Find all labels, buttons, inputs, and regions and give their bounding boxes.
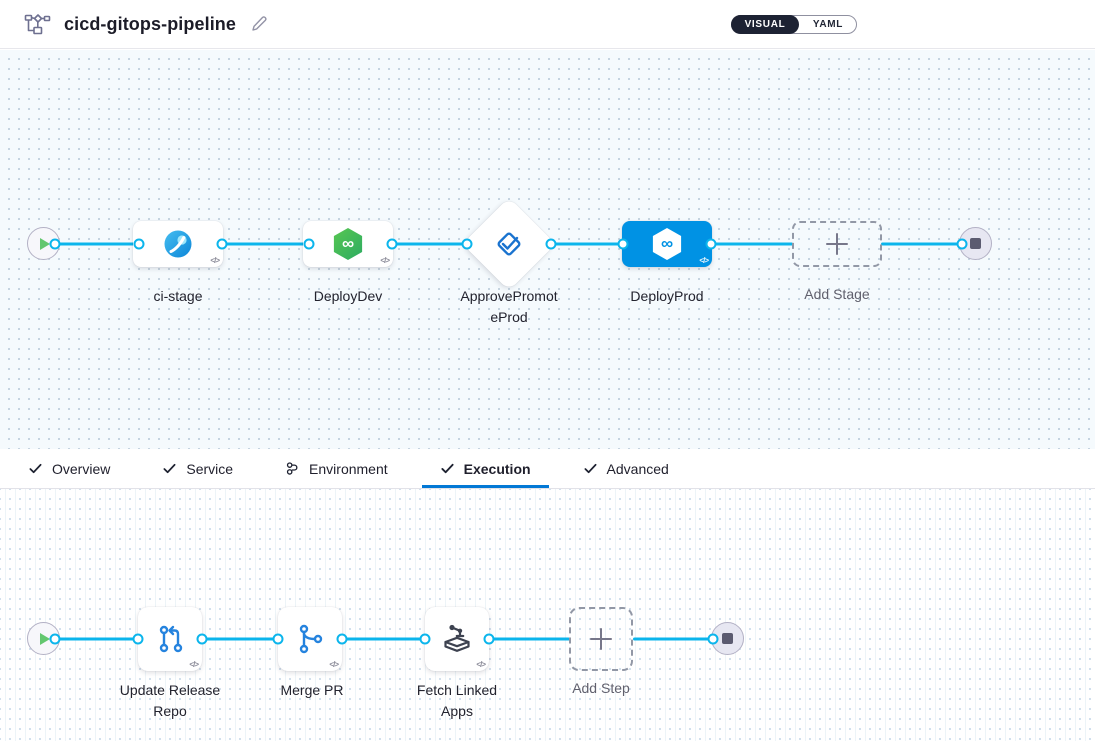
edge bbox=[489, 638, 570, 641]
edit-pencil-icon[interactable] bbox=[250, 15, 268, 33]
environment-icon bbox=[285, 461, 300, 476]
tab-advanced[interactable]: Advanced bbox=[565, 449, 687, 488]
add-step-button[interactable] bbox=[569, 607, 633, 671]
check-icon bbox=[440, 461, 455, 476]
edge-port bbox=[708, 634, 719, 645]
pipeline-title: cicd-gitops-pipeline bbox=[64, 14, 236, 35]
code-badge-icon: </> bbox=[380, 256, 389, 265]
check-icon bbox=[583, 461, 598, 476]
stage-label: ApprovePromoteProd bbox=[458, 286, 560, 328]
add-stage-button[interactable] bbox=[792, 221, 882, 267]
stage-label: DeployDev bbox=[288, 286, 408, 307]
step-node-merge-pr[interactable]: </> bbox=[278, 607, 342, 671]
code-badge-icon: </> bbox=[329, 660, 338, 669]
step-label: Fetch Linked Apps bbox=[407, 680, 507, 722]
step-node-fetch-linked-apps[interactable]: </> bbox=[425, 607, 489, 671]
tab-label: Advanced bbox=[607, 461, 669, 477]
toggle-yaml-option[interactable]: YAML bbox=[799, 15, 857, 34]
fetch-linked-apps-icon bbox=[438, 620, 476, 658]
edge bbox=[342, 638, 426, 641]
step-node-update-release-repo[interactable]: </> bbox=[138, 607, 202, 671]
edge bbox=[221, 243, 310, 246]
tab-service[interactable]: Service bbox=[144, 449, 251, 488]
edge-port bbox=[217, 239, 228, 250]
gitops-hexagon-icon: ∞ bbox=[652, 228, 682, 260]
tab-environment[interactable]: Environment bbox=[267, 449, 406, 488]
tab-label: Environment bbox=[309, 461, 388, 477]
stage-node-deployprod[interactable]: ∞ </> bbox=[622, 221, 712, 267]
tab-overview[interactable]: Overview bbox=[10, 449, 128, 488]
plus-icon bbox=[590, 628, 612, 650]
edge bbox=[55, 243, 140, 246]
edge-port bbox=[484, 634, 495, 645]
pipeline-graph-icon bbox=[24, 14, 51, 35]
check-icon bbox=[28, 461, 43, 476]
edge-port bbox=[337, 634, 348, 645]
edge-port bbox=[546, 239, 557, 250]
tab-label: Overview bbox=[52, 461, 110, 477]
stage-canvas[interactable]: </> ∞ </> ∞ </> bbox=[0, 50, 1095, 449]
edge bbox=[202, 638, 279, 641]
edge-port bbox=[134, 239, 145, 250]
step-label: Update Release Repo bbox=[108, 680, 232, 722]
check-icon bbox=[162, 461, 177, 476]
config-tabs: Overview Service Environment Execution A… bbox=[0, 449, 1095, 489]
stage-node-approvepromoteprod[interactable] bbox=[462, 197, 555, 290]
edge-port bbox=[50, 239, 61, 250]
stage-label: ci-stage bbox=[118, 286, 238, 307]
approval-icon bbox=[490, 225, 528, 263]
stage-node-ci-stage[interactable]: </> bbox=[133, 221, 223, 267]
ci-build-icon bbox=[163, 229, 193, 259]
stop-icon bbox=[722, 633, 733, 644]
code-badge-icon: </> bbox=[210, 256, 219, 265]
merge-pr-icon bbox=[291, 620, 329, 658]
pipeline-header: cicd-gitops-pipeline VISUAL YAML bbox=[0, 0, 1095, 49]
stage-node-deploydev[interactable]: ∞ </> bbox=[303, 221, 393, 267]
edge-port bbox=[273, 634, 284, 645]
infinity-glyph: ∞ bbox=[661, 235, 673, 252]
active-tab-underline bbox=[422, 485, 549, 488]
edge bbox=[633, 638, 714, 641]
edge bbox=[881, 243, 964, 246]
visual-yaml-toggle: VISUAL YAML bbox=[731, 15, 857, 34]
gitops-hexagon-icon: ∞ bbox=[333, 228, 363, 260]
edge-port bbox=[957, 239, 968, 250]
execution-canvas[interactable]: </> </> bbox=[0, 489, 1095, 741]
code-badge-icon: </> bbox=[476, 660, 485, 669]
code-badge-icon: </> bbox=[699, 256, 708, 265]
stage-label: DeployProd bbox=[607, 286, 727, 307]
code-badge-icon: </> bbox=[189, 660, 198, 669]
add-stage-label: Add Stage bbox=[777, 284, 897, 305]
stop-icon bbox=[970, 238, 981, 249]
edge-port bbox=[387, 239, 398, 250]
add-step-label: Add Step bbox=[541, 678, 661, 699]
edge bbox=[551, 243, 624, 246]
edge bbox=[711, 243, 793, 246]
edge bbox=[55, 638, 139, 641]
tab-label: Service bbox=[186, 461, 233, 477]
edge-port bbox=[304, 239, 315, 250]
edge bbox=[391, 243, 468, 246]
toggle-visual-option[interactable]: VISUAL bbox=[731, 15, 799, 34]
edge-port bbox=[420, 634, 431, 645]
update-release-repo-icon bbox=[151, 620, 189, 658]
infinity-glyph: ∞ bbox=[342, 235, 354, 252]
edge-port bbox=[462, 239, 473, 250]
edge-port bbox=[197, 634, 208, 645]
edge-port bbox=[133, 634, 144, 645]
tab-execution[interactable]: Execution bbox=[422, 449, 549, 488]
edge-port bbox=[50, 634, 61, 645]
edge-port bbox=[618, 239, 629, 250]
tab-label: Execution bbox=[464, 461, 531, 477]
edge-port bbox=[706, 239, 717, 250]
step-label: Merge PR bbox=[252, 680, 372, 701]
plus-icon bbox=[826, 233, 848, 255]
